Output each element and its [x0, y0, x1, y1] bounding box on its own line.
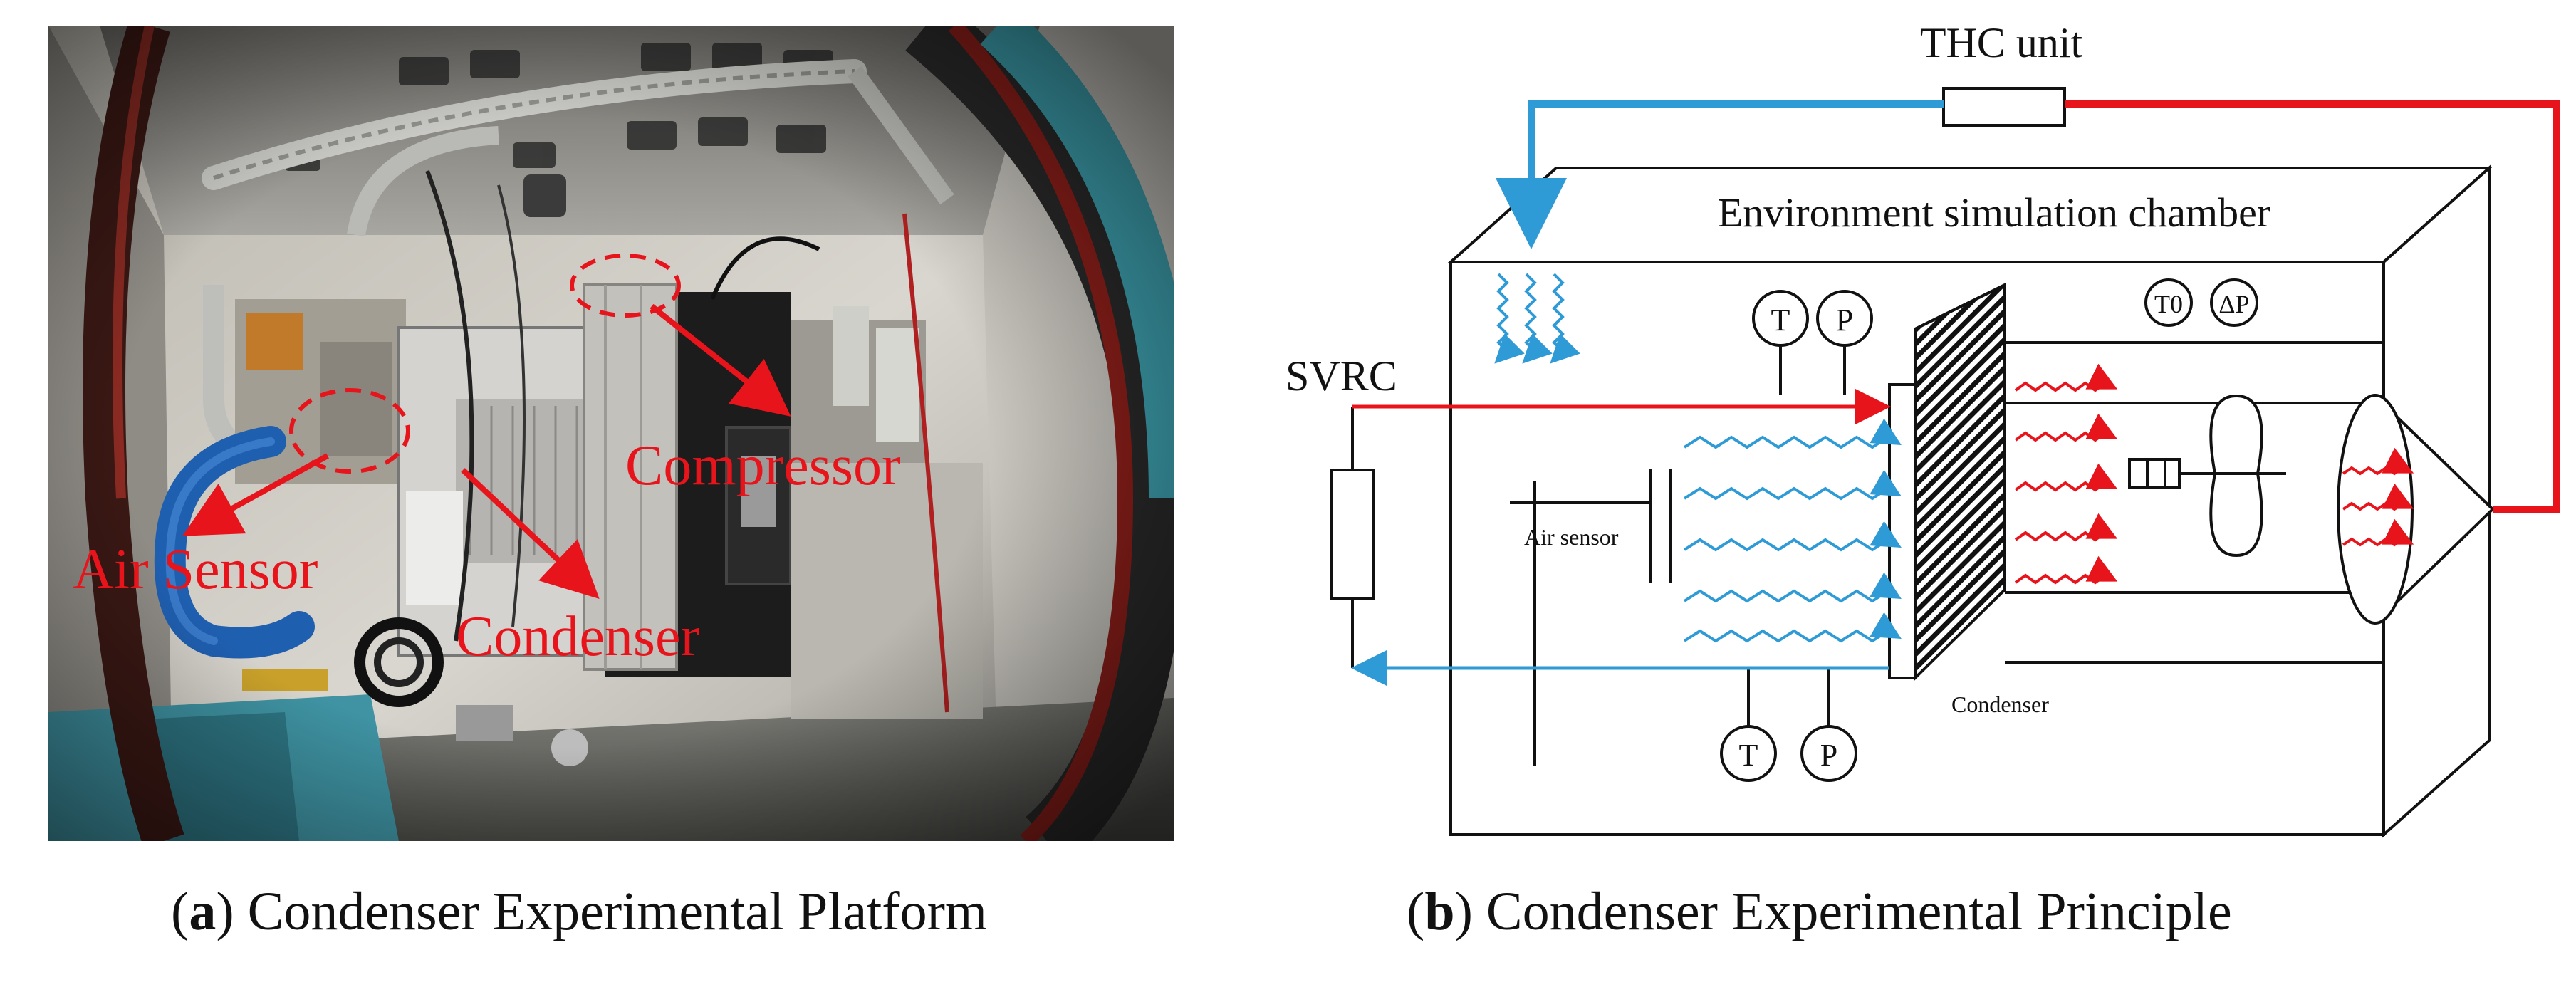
air-sensor-arrow	[182, 453, 329, 536]
sensor-t0-label: T0	[2154, 290, 2183, 318]
inflow-air-arrows	[1683, 418, 1902, 643]
caption-a-letter: a	[189, 882, 216, 941]
svrc-element	[1330, 469, 1375, 600]
sensor-p-bottom-label: P	[1820, 738, 1837, 773]
caption-a-text: Condenser Experimental Platform	[248, 882, 987, 941]
sensor-delta-p	[2210, 278, 2258, 327]
panel-b-labels: THC unit Environment simulation chamber …	[1286, 19, 2270, 773]
air-sensor-label: Air Sensor	[73, 538, 318, 601]
panel-b-flows	[1351, 100, 2560, 686]
thc-supply-line-blue	[1496, 100, 1944, 249]
cone-air-arrows	[2342, 447, 2414, 547]
compressor-label: Compressor	[625, 434, 901, 497]
fan	[2128, 394, 2286, 558]
sensor-p-top-label: P	[1836, 303, 1853, 338]
air-sensor-marker	[289, 388, 410, 474]
compressor-marker	[570, 254, 681, 318]
condenser-label-b: Condenser	[1951, 691, 2049, 717]
panel-a-photo	[48, 26, 1174, 841]
condenser-label: Condenser	[456, 605, 699, 668]
thc-unit-label: THC unit	[1920, 19, 2083, 66]
caption-b: (b) Condenser Experimental Principle	[1407, 882, 2232, 941]
caption-b-letter: b	[1424, 882, 1454, 941]
panel-a-annotations: Compressor Air Sensor Condenser	[73, 254, 901, 668]
chamber-title: Environment simulation chamber	[1718, 189, 2270, 236]
sensor-t0	[2144, 278, 2193, 327]
sensor-delta-p-label: ΔP	[2218, 290, 2249, 318]
condenser-arrow	[461, 468, 600, 599]
caption-b-text: Condenser Experimental Principle	[1486, 882, 2232, 941]
cold-air-arrows	[1494, 273, 1580, 364]
caption-a: (a) Condenser Experimental Platform	[171, 882, 987, 941]
sensor-t-bottom-label: T	[1739, 738, 1758, 773]
svrc-label: SVRC	[1286, 352, 1397, 400]
outflow-air-arrows	[2014, 363, 2118, 585]
thc-unit-box	[1942, 87, 2066, 127]
sensor-t-top-label: T	[1771, 303, 1790, 338]
compressor-arrow	[650, 303, 791, 417]
thc-return-line-red	[2065, 100, 2560, 513]
air-sensor-label-b: Air sensor	[1524, 524, 1619, 550]
